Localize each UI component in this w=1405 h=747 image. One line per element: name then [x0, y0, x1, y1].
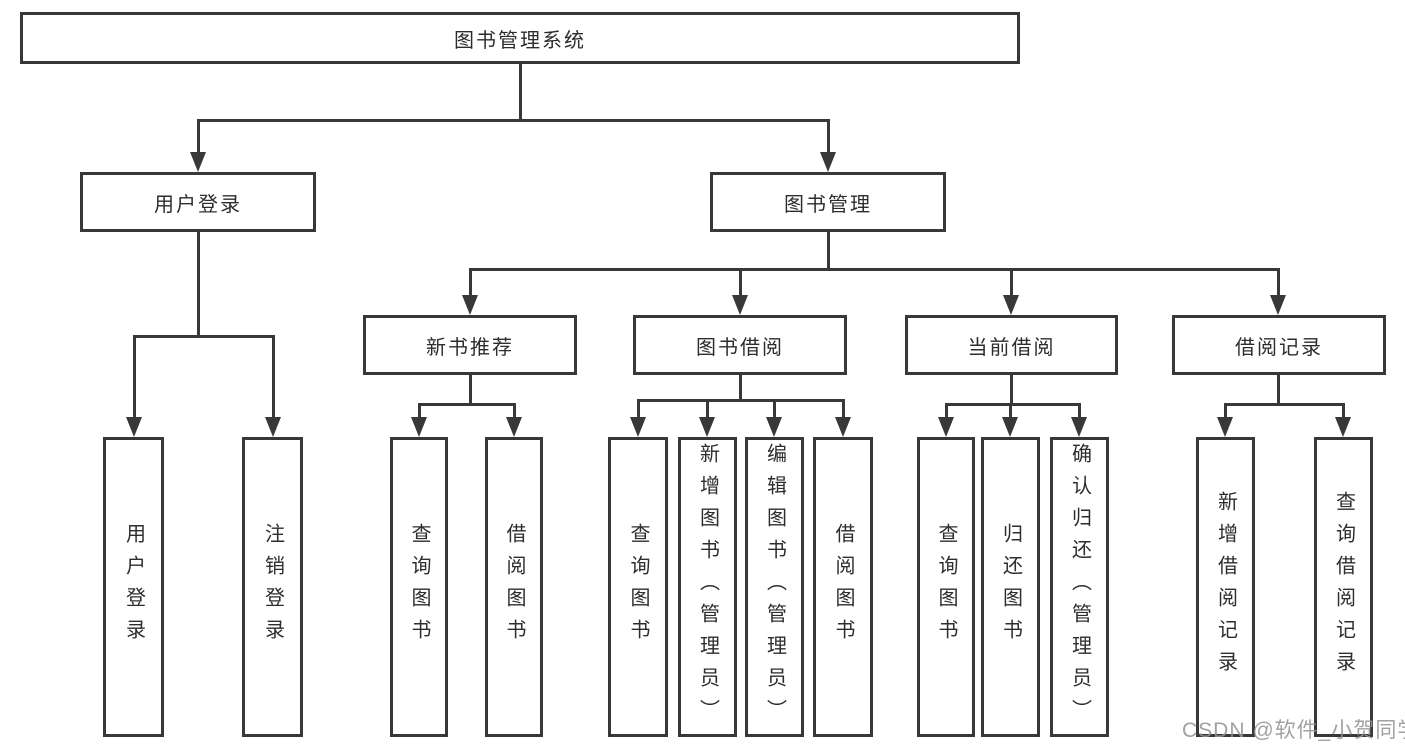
leaf-recommend-borrow-book: 借阅图书 [485, 437, 543, 737]
arrow-down-icon [766, 417, 782, 437]
connector-line [272, 335, 275, 419]
leaf-add-borrow-record: 新增借阅记录 [1196, 437, 1255, 737]
leaf-confirm-return-admin-label: 确认归还（管理员） [1068, 443, 1091, 731]
leaf-return-book-label: 归还图书 [999, 523, 1022, 651]
node-borrow-records: 借阅记录 [1172, 315, 1386, 375]
arrow-down-icon [938, 417, 954, 437]
leaf-logout-label: 注销登录 [261, 523, 284, 651]
node-book-management: 图书管理 [710, 172, 946, 232]
arrow-down-icon [630, 417, 646, 437]
leaf-recommend-borrow-book-label: 借阅图书 [503, 523, 525, 651]
connector-line [133, 335, 136, 419]
connector-line [1342, 403, 1345, 419]
arrow-down-icon [126, 417, 142, 437]
arrow-down-icon [462, 295, 478, 315]
connector-line [773, 399, 776, 419]
arrow-down-icon [820, 152, 836, 172]
arrow-down-icon [506, 417, 522, 437]
connector-line [945, 403, 948, 419]
connector-line [1277, 268, 1280, 297]
arrow-down-icon [411, 417, 427, 437]
leaf-borrow-query-book-label: 查询图书 [627, 523, 649, 651]
connector-line [1277, 375, 1280, 406]
arrow-down-icon [1217, 417, 1233, 437]
node-borrow-records-label: 借阅记录 [1235, 336, 1323, 359]
leaf-recommend-query-book: 查询图书 [390, 437, 448, 737]
connector-line [469, 268, 1280, 271]
leaf-add-book-admin-label: 新增图书（管理员） [696, 443, 719, 731]
connector-line [418, 403, 516, 406]
connector-line [513, 403, 516, 419]
leaf-recommend-query-book-label: 查询图书 [408, 523, 430, 651]
connector-line [469, 375, 472, 406]
connector-line [706, 399, 709, 419]
leaf-query-borrow-record-label: 查询借阅记录 [1332, 491, 1355, 683]
connector-line [637, 399, 845, 402]
node-new-book-recommend-label: 新书推荐 [426, 336, 514, 359]
leaf-current-query-book-label: 查询图书 [935, 523, 957, 651]
arrow-down-icon [1335, 417, 1351, 437]
leaf-query-borrow-record: 查询借阅记录 [1314, 437, 1373, 737]
connector-line [133, 335, 274, 338]
connector-line [1078, 403, 1081, 419]
connector-line [469, 268, 472, 297]
connector-line [827, 232, 830, 271]
watermark: CSDN @软件_小贺同学 [1182, 719, 1405, 742]
node-current-borrow: 当前借阅 [905, 315, 1118, 375]
leaf-current-query-book: 查询图书 [917, 437, 975, 737]
node-user-login-label: 用户登录 [154, 193, 242, 216]
node-book-borrow-label: 图书借阅 [696, 336, 784, 359]
leaf-edit-book-admin: 编辑图书（管理员） [745, 437, 804, 737]
arrow-down-icon [1270, 295, 1286, 315]
leaf-user-login-label: 用户登录 [122, 523, 145, 651]
arrow-down-icon [1003, 295, 1019, 315]
connector-line [1009, 403, 1012, 419]
leaf-borrow-book: 借阅图书 [813, 437, 873, 737]
node-book-borrow: 图书借阅 [633, 315, 847, 375]
node-book-management-label: 图书管理 [784, 193, 872, 216]
connector-line [827, 119, 830, 153]
connector-line [1224, 403, 1227, 419]
arrow-down-icon [265, 417, 281, 437]
connector-line [519, 64, 522, 120]
connector-line [197, 119, 200, 153]
leaf-user-login: 用户登录 [103, 437, 164, 737]
connector-line [1010, 375, 1013, 406]
leaf-confirm-return-admin: 确认归还（管理员） [1050, 437, 1109, 737]
leaf-borrow-book-label: 借阅图书 [832, 523, 854, 651]
arrow-down-icon [190, 152, 206, 172]
arrow-down-icon [732, 295, 748, 315]
connector-line [637, 399, 640, 419]
connector-line [945, 403, 1081, 406]
connector-line [197, 232, 200, 338]
arrow-down-icon [1071, 417, 1087, 437]
connector-line [1010, 268, 1013, 297]
arrow-down-icon [699, 417, 715, 437]
connector-line [197, 119, 829, 122]
leaf-return-book: 归还图书 [981, 437, 1040, 737]
arrow-down-icon [1002, 417, 1018, 437]
leaf-logout: 注销登录 [242, 437, 303, 737]
connector-line [739, 375, 742, 402]
connector-line [418, 403, 421, 419]
leaf-borrow-query-book: 查询图书 [608, 437, 668, 737]
leaf-edit-book-admin-label: 编辑图书（管理员） [763, 443, 786, 731]
connector-line [842, 399, 845, 419]
connector-line [739, 268, 742, 297]
leaf-add-book-admin: 新增图书（管理员） [678, 437, 737, 737]
node-new-book-recommend: 新书推荐 [363, 315, 577, 375]
node-root-label: 图书管理系统 [454, 29, 586, 52]
leaf-add-borrow-record-label: 新增借阅记录 [1214, 491, 1237, 683]
connector-line [1224, 403, 1345, 406]
node-user-login: 用户登录 [80, 172, 316, 232]
node-current-borrow-label: 当前借阅 [967, 336, 1056, 359]
node-root: 图书管理系统 [20, 12, 1020, 64]
arrow-down-icon [835, 417, 851, 437]
